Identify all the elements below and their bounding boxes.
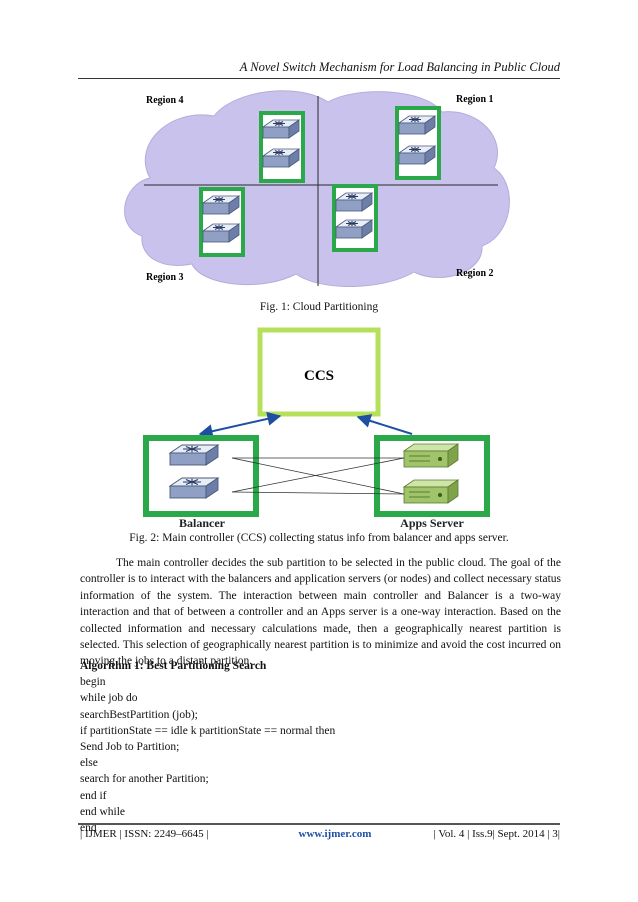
algorithm-line: Send Job to Partition;: [80, 741, 180, 754]
server-icon: [403, 443, 459, 468]
footer-rule: [78, 823, 560, 825]
balancer-label: Balancer: [179, 516, 226, 530]
region-label: Region 1: [456, 94, 494, 105]
algorithm-line: while job do: [80, 692, 138, 705]
footer-website-link[interactable]: www.ijmer.com: [298, 828, 372, 840]
arrow-apps-ccs: [356, 414, 413, 435]
footer-journal-info: | IJMER | ISSN: 2249–6645 |: [80, 828, 209, 840]
partition-box-region1: [395, 106, 441, 180]
ccs-box: [257, 327, 381, 417]
algorithm-line: begin: [80, 676, 106, 689]
partition-box-region4: [259, 111, 305, 183]
algorithm-line: searchBestPartition (job);: [80, 708, 198, 721]
algorithm-line: if partitionState == idle k partitionSta…: [80, 724, 336, 737]
algorithm-line: else: [80, 757, 98, 770]
algorithm-line: search for another Partition;: [80, 773, 209, 786]
apps-server-label: Apps Server: [400, 516, 464, 530]
figure-cloud-partitioning: Region 4 Region 1 Region 3 Region 2: [124, 90, 510, 287]
arrow-ccs-balancer: [198, 411, 282, 439]
header-rule: [78, 78, 560, 79]
figure2-caption: Fig. 2: Main controller (CCS) collecting…: [129, 532, 509, 544]
region-label: Region 4: [146, 95, 184, 106]
server-icon: [403, 479, 459, 504]
running-title: A Novel Switch Mechanism for Load Balanc…: [239, 60, 560, 74]
partition-box-region3: [199, 187, 245, 257]
algorithm-line: end while: [80, 805, 126, 818]
algorithm-block: Algorithm 1: Best Partitioning Search be…: [80, 658, 335, 836]
region-label: Region 3: [146, 272, 184, 283]
figure1-caption: Fig. 1: Cloud Partitioning: [259, 301, 379, 313]
footer-volume-info: | Vol. 4 | Iss.9| Sept. 2014 | 3|: [433, 828, 560, 840]
algorithm-title: Algorithm 1: Best Partitioning Search: [80, 660, 267, 672]
region-label: Region 2: [456, 268, 494, 279]
ccs-label: CCS: [304, 368, 334, 384]
body-paragraph: The main controller decides the sub part…: [80, 557, 561, 668]
cloud-shape: [124, 90, 510, 287]
switch-icon: [169, 444, 219, 466]
partition-box-region2: [332, 184, 378, 252]
algorithm-line: end if: [80, 789, 107, 802]
figure-main-controller: CCS Balancer Apps Server: [143, 327, 490, 530]
switch-icon: [169, 477, 219, 499]
algorithm-line: end: [80, 822, 97, 835]
connection-lines: [231, 457, 405, 495]
